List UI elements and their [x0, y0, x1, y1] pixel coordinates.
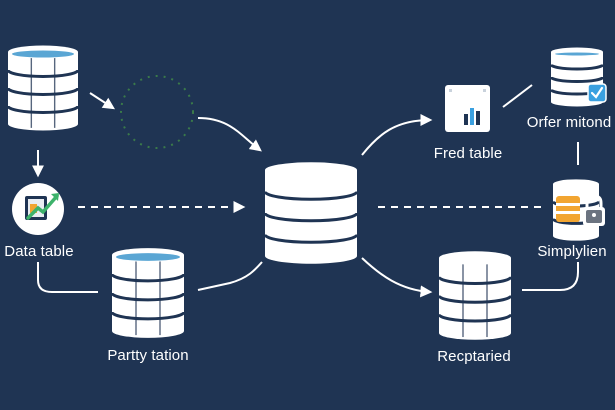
connector-center-to-recptaried — [361, 257, 433, 298]
db-row-separator — [6, 87, 80, 96]
db-top-accent — [12, 50, 74, 58]
dotted-circle-icon — [120, 75, 194, 149]
lock-icon — [556, 194, 605, 226]
connectors — [32, 84, 579, 298]
connector-recptaried-to-simplylien — [522, 262, 579, 291]
db-row-separator — [263, 212, 359, 223]
label-recptaried: Recptaried — [437, 348, 511, 365]
database-recptaried — [437, 251, 513, 340]
db-row-separator — [6, 105, 80, 114]
connector-topleft-to-dotted — [89, 92, 116, 110]
bar-chart-icon — [445, 85, 490, 132]
db-top — [553, 179, 599, 189]
db-row-separator — [549, 76, 605, 83]
db-row-separator — [263, 191, 359, 201]
db-row-separator — [263, 234, 359, 244]
database-top-left — [6, 45, 80, 131]
connector-center-to-fred — [361, 114, 433, 156]
check-badge-icon — [587, 83, 607, 103]
db-row-separator — [549, 63, 605, 71]
label-orfer-mitond: Orfer mitond — [526, 114, 612, 131]
database-center — [263, 162, 359, 264]
db-top-accent — [116, 253, 180, 261]
connector-datatable-to-partty — [37, 262, 98, 293]
label-partty-tation: Partty tation — [107, 347, 189, 364]
connector-partty-to-center — [197, 261, 263, 291]
db-row-separator — [110, 311, 186, 321]
db-row-separator — [437, 294, 513, 304]
label-simplylien: Simplylien — [537, 243, 607, 260]
db-row-separator — [437, 276, 513, 285]
label-fred-table: Fred table — [433, 145, 503, 162]
connector-fred-to-orfer — [502, 84, 533, 108]
db-top — [265, 162, 357, 178]
db-row-separator — [110, 292, 186, 302]
database-partty-tation — [110, 248, 186, 338]
db-row-separator — [110, 273, 186, 283]
connector-dotted-to-center — [197, 117, 262, 152]
db-row-separator — [6, 69, 80, 78]
chart-up-arrow-icon — [12, 183, 64, 235]
db-row-separator — [437, 313, 513, 323]
db-top — [439, 251, 511, 265]
db-top-accent — [555, 52, 599, 56]
db-body — [265, 170, 357, 264]
label-data-table: Data table — [4, 243, 74, 260]
